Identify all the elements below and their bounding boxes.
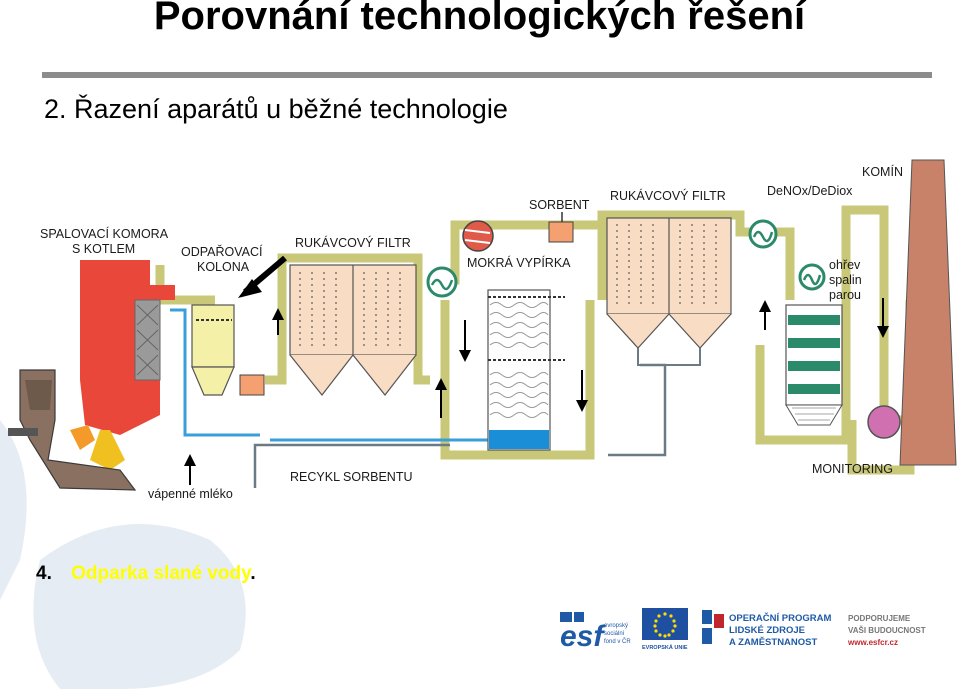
label-rukavcovy-2: RUKÁVCOVÝ FILTR	[610, 188, 726, 203]
op-text-1: OPERAČNÍ PROGRAM	[729, 612, 831, 624]
monitoring-probe-icon	[867, 405, 901, 439]
op-text-3: A ZAMĚSTNANOST	[729, 636, 818, 648]
esf-text-1: evropský	[604, 623, 628, 629]
slide-subtitle: 2. Řazení aparátů u běžné technologie	[44, 94, 508, 124]
label-ohrev-3: parou	[829, 288, 861, 302]
process-diagram: SPALOVACÍ KOMORA S KOTLEM ODPAŘOVACÍ KOL…	[8, 159, 957, 501]
label-odparovaci-2: KOLONA	[197, 260, 250, 274]
eu-flag-logo: EVROPSKÁ UNIE	[642, 608, 688, 651]
duct-scrubber-loop	[440, 300, 595, 460]
steam-heater-icon	[798, 263, 826, 291]
list-item-number: 4.	[36, 563, 52, 584]
support-logo: PODPORUJEME VAŠI BUDOUCNOST www.esfcr.cz	[847, 614, 926, 647]
label-vapenne: vápenné mléko	[148, 487, 233, 501]
op-text-2: LIDSKÉ ZDROJE	[729, 625, 805, 636]
list-item-text: Odparka slané vody	[71, 563, 251, 584]
esf-logo: esf evropský sociální fond v ČR	[560, 612, 631, 653]
recycl-line	[253, 443, 450, 488]
funding-logos: esf evropský sociální fond v ČR EVROPSKÁ…	[560, 608, 926, 653]
water-line-1	[170, 308, 260, 437]
esf-text-2: sociální	[604, 631, 625, 637]
label-ohrev-2: spalin	[829, 273, 862, 287]
heat-exchanger-2-icon	[748, 219, 778, 249]
bag-filter-1	[289, 264, 417, 396]
duct-to-denox	[597, 210, 795, 300]
heat-exchanger-1-icon	[426, 266, 458, 298]
label-rukavcovy-1: RUKÁVCOVÝ FILTR	[295, 235, 411, 250]
recycl-line-2	[608, 363, 667, 457]
bag-filter-2	[606, 217, 732, 366]
denox-reactor	[785, 304, 843, 426]
label-monitoring: MONITORING	[812, 462, 893, 476]
list-item: 4. Odparka slané vody.	[36, 563, 256, 585]
stack	[899, 159, 957, 466]
label-ohrev-1: ohřev	[829, 258, 861, 272]
op-logo: OPERAČNÍ PROGRAM LIDSKÉ ZDROJE A ZAMĚSTN…	[702, 610, 831, 648]
scrubber-pump-icon	[462, 220, 494, 252]
support-text-1: PODPORUJEME	[848, 614, 911, 623]
title-divider	[42, 72, 932, 78]
slide-title: Porovnání technologických řešení	[153, 0, 806, 38]
wet-scrubber	[487, 289, 565, 451]
duct-column-to-filter1	[265, 253, 430, 385]
eu-text: EVROPSKÁ UNIE	[642, 644, 688, 651]
svg-text:esf: esf	[560, 620, 606, 653]
label-spalovaci-2: S KOTLEM	[72, 242, 135, 256]
label-odparovaci-1: ODPAŘOVACÍ	[181, 244, 263, 259]
label-denox: DeNOx/DeDiox	[767, 184, 853, 198]
label-mokra: MOKRÁ VYPÍRKA	[467, 255, 571, 270]
furnace-boiler	[8, 260, 175, 491]
label-sorbent: SORBENT	[529, 198, 590, 212]
label-komin: KOMÍN	[862, 164, 903, 179]
support-text-2: VAŠI BUDOUCNOST	[848, 626, 926, 635]
label-spalovaci-1: SPALOVACÍ KOMORA	[40, 226, 169, 241]
sorbent-dosing	[548, 212, 574, 243]
esf-text-3: fond v ČR	[604, 638, 631, 645]
list-item-end: .	[250, 563, 256, 584]
evaporating-column	[191, 304, 265, 396]
label-recykl: RECYKL SORBENTU	[290, 470, 412, 484]
support-web: www.esfcr.cz	[847, 638, 898, 647]
